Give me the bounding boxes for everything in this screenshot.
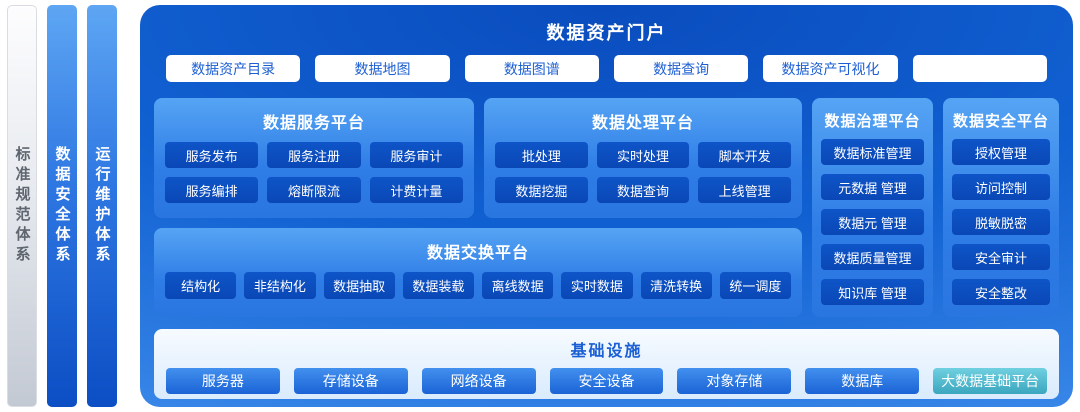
chip-data-quality-management[interactable]: 数据质量管理 [821,244,924,270]
system-bar-data-security: 数据安全体系 [47,5,77,407]
data-service-platform-panel: 数据服务平台 服务发布 服务注册 服务审计 服务编排 熔断限流 计费计量 [154,98,474,218]
chip-service-audit[interactable]: 服务审计 [369,142,463,168]
chip-network-device[interactable]: 网络设备 [421,368,536,394]
portal-buttons: 数据资产目录 数据地图 数据图谱 数据查询 数据资产可视化 [166,55,1047,82]
chip-unstructured[interactable]: 非结构化 [244,272,316,299]
chip-service-publish[interactable]: 服务发布 [165,142,259,168]
data-exchange-platform-panel: 数据交换平台 结构化 非结构化 数据抽取 数据装载 离线数据 实时数据 清洗转换… [154,228,802,317]
system-bar-maintenance: 运行维护体系 [87,5,117,407]
chip-data-query[interactable]: 数据查询 [596,177,690,203]
system-bar-maintenance-label: 运行维护体系 [93,146,111,266]
data-governance-platform-title: 数据治理平台 [824,113,921,130]
chip-data-standard-management[interactable]: 数据标准管理 [821,139,924,165]
chip-billing-metering[interactable]: 计费计量 [369,177,463,203]
portal-button-asset-visualization[interactable]: 数据资产可视化 [763,55,898,82]
data-exchange-platform-buttons: 结构化 非结构化 数据抽取 数据装载 离线数据 实时数据 清洗转换 统一调度 [154,272,802,299]
chip-service-orchestration[interactable]: 服务编排 [165,177,259,203]
chip-realtime-processing[interactable]: 实时处理 [596,142,690,168]
infrastructure-title: 基础设施 [570,343,643,360]
chip-security-audit[interactable]: 安全审计 [952,244,1050,270]
chip-data-loading[interactable]: 数据装载 [402,272,474,299]
data-processing-platform-panel: 数据处理平台 批处理 实时处理 脚本开发 数据挖掘 数据查询 上线管理 [484,98,802,218]
chip-metadata-management[interactable]: 元数据 管理 [821,174,924,200]
chip-server[interactable]: 服务器 [166,368,280,394]
chip-security-rectification[interactable]: 安全整改 [952,279,1050,305]
infrastructure-buttons: 服务器 存储设备 网络设备 安全设备 对象存储 数据库 大数据基础平台 [166,368,1048,394]
data-processing-platform-buttons: 批处理 实时处理 脚本开发 数据挖掘 数据查询 上线管理 [484,142,802,203]
chip-service-register[interactable]: 服务注册 [267,142,361,168]
portal-button-data-graph[interactable]: 数据图谱 [464,55,599,82]
chip-batch-processing[interactable]: 批处理 [495,142,588,168]
system-bar-standards-label: 标准规范体系 [13,146,31,266]
chip-data-extraction[interactable]: 数据抽取 [323,272,395,299]
chip-knowledge-base-management[interactable]: 知识库 管理 [821,279,924,305]
platforms-section: 数据服务平台 服务发布 服务注册 服务审计 服务编排 熔断限流 计费计量 数据处… [154,98,1059,317]
main-panel: 数据资产门户 数据资产目录 数据地图 数据图谱 数据查询 数据资产可视化 数据服… [140,5,1073,407]
portal-button-data-map[interactable]: 数据地图 [315,55,450,82]
chip-security-device[interactable]: 安全设备 [549,368,664,394]
chip-authorization-management[interactable]: 授权管理 [952,139,1050,165]
infrastructure-section: 基础设施 服务器 存储设备 网络设备 安全设备 对象存储 数据库 大数据基础平台 [154,329,1059,399]
chip-storage-device[interactable]: 存储设备 [293,368,408,394]
portal-button-empty[interactable] [912,55,1047,82]
chip-realtime-data[interactable]: 实时数据 [561,272,633,299]
chip-offline-data[interactable]: 离线数据 [482,272,554,299]
chip-launch-management[interactable]: 上线管理 [698,177,791,203]
data-security-platform-panel: 数据安全平台 授权管理 访问控制 脱敏脱密 安全审计 安全整改 [943,98,1059,317]
data-processing-platform-title: 数据处理平台 [591,115,694,132]
chip-bigdata-base-platform[interactable]: 大数据基础平台 [933,368,1048,394]
data-governance-platform-buttons: 数据标准管理 元数据 管理 数据元 管理 数据质量管理 知识库 管理 [812,139,933,315]
portal-button-data-query[interactable]: 数据查询 [613,55,749,82]
portal-section: 数据资产门户 数据资产目录 数据地图 数据图谱 数据查询 数据资产可视化 [154,15,1059,98]
chip-script-development[interactable]: 脚本开发 [698,142,791,168]
system-bar-standards: 标准规范体系 [7,5,37,407]
chip-database[interactable]: 数据库 [805,368,920,394]
data-security-platform-title: 数据安全平台 [952,113,1049,130]
system-bar-data-security-label: 数据安全体系 [53,146,71,266]
chip-unified-scheduling[interactable]: 统一调度 [719,272,791,299]
chip-data-masking[interactable]: 脱敏脱密 [952,209,1050,235]
data-exchange-platform-title: 数据交换平台 [426,245,529,262]
chip-data-mining[interactable]: 数据挖掘 [495,177,588,203]
chip-access-control[interactable]: 访问控制 [952,174,1050,200]
portal-button-asset-catalog[interactable]: 数据资产目录 [166,55,301,82]
data-service-platform-title: 数据服务平台 [262,115,365,132]
data-service-platform-buttons: 服务发布 服务注册 服务审计 服务编排 熔断限流 计费计量 [154,142,474,203]
chip-data-element-management[interactable]: 数据元 管理 [821,209,924,235]
portal-title: 数据资产门户 [546,23,667,43]
data-governance-platform-panel: 数据治理平台 数据标准管理 元数据 管理 数据元 管理 数据质量管理 知识库 管… [812,98,933,317]
data-security-platform-buttons: 授权管理 访问控制 脱敏脱密 安全审计 安全整改 [943,139,1059,315]
chip-circuit-breaker-rate-limit[interactable]: 熔断限流 [267,177,361,203]
chip-object-storage[interactable]: 对象存储 [677,368,792,394]
chip-structured[interactable]: 结构化 [165,272,237,299]
chip-cleaning-transformation[interactable]: 清洗转换 [640,272,712,299]
